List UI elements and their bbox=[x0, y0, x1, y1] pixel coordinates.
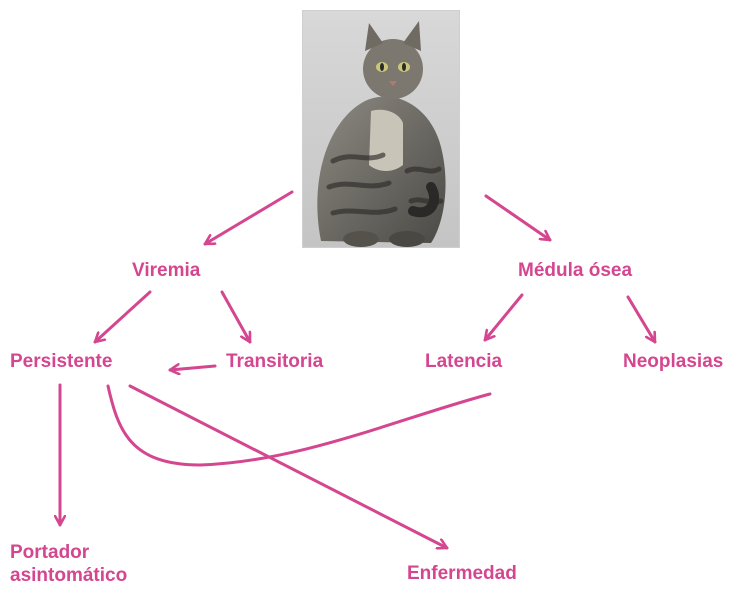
node-portador-asintomatico: Portador asintomático bbox=[10, 542, 128, 586]
node-viremia: Viremia bbox=[132, 260, 201, 281]
node-enfermedad: Enfermedad bbox=[407, 563, 517, 584]
cat-icon bbox=[303, 11, 459, 247]
arrow-transitoria-to-persistente bbox=[168, 366, 217, 370]
cat-photo bbox=[302, 10, 460, 248]
node-persistente: Persistente bbox=[10, 351, 113, 372]
node-transitoria: Transitoria bbox=[226, 351, 324, 372]
arrow-cat-to-medula-osea bbox=[484, 194, 552, 242]
node-latencia: Latencia bbox=[425, 351, 503, 372]
arrow-cat-to-viremia bbox=[203, 190, 294, 246]
arrow-medula-osea-to-neoplasias bbox=[626, 295, 657, 344]
arrow-viremia-to-transitoria bbox=[220, 290, 252, 344]
curve-persistente-to-latencia bbox=[106, 384, 492, 467]
arrow-viremia-to-persistente bbox=[93, 290, 152, 344]
arrow-medula-osea-to-latencia bbox=[483, 293, 524, 342]
node-medula-osea: Médula ósea bbox=[518, 260, 633, 281]
arrow-persistente-to-enfermedad bbox=[128, 384, 449, 548]
node-neoplasias: Neoplasias bbox=[623, 351, 724, 372]
